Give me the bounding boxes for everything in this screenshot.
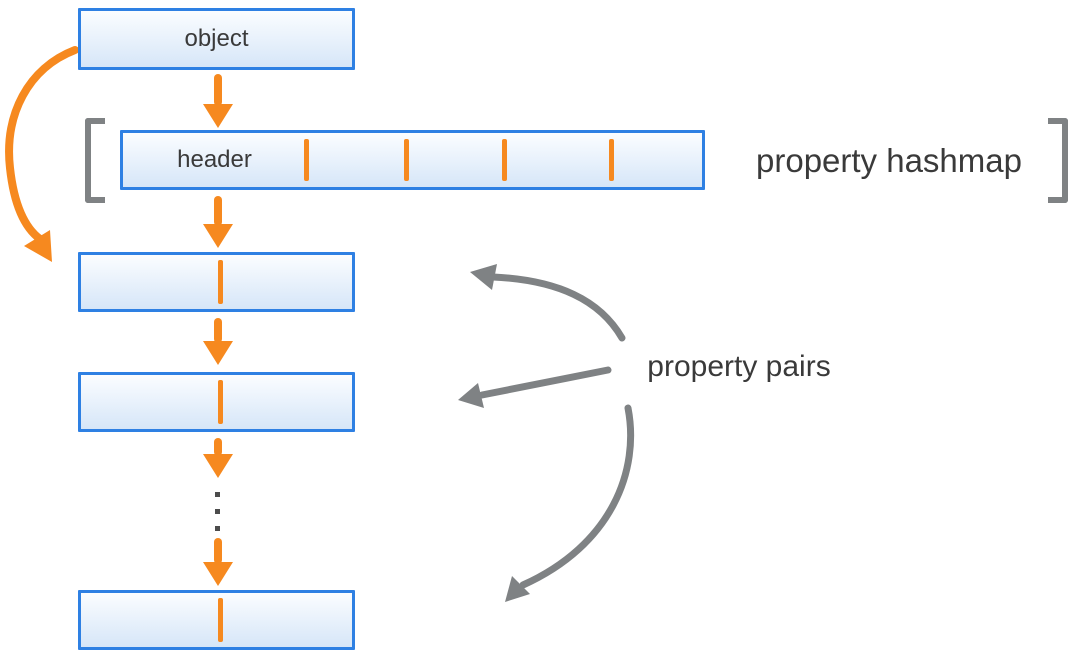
ellipsis-dot [215,492,220,497]
right-bracket [1048,118,1068,203]
hashmap-caption: property hashmap [756,142,1022,179]
arrow-shaft [214,196,222,226]
ellipsis-dot [215,509,220,514]
down-arrow-header-to-pair1 [203,196,233,248]
down-arrow-pair1-to-pair2 [203,318,233,365]
property-pair-box [78,590,355,650]
curved-arrow-pairs-to-box3 [505,404,635,602]
ellipsis-dot [215,526,220,531]
pair-cell-divider [218,380,223,424]
header-label: header [177,146,252,173]
hashmap-box: header [120,130,705,190]
hashmap-cell-divider [609,139,614,181]
down-arrow-ellipsis-to-pair3 [203,538,233,586]
down-arrow-pair2-to-ellipsis [203,438,233,478]
property-pair-box [78,252,355,312]
curved-arrow-object-to-pair [5,46,79,262]
pair-cell-divider [218,598,223,642]
arrow-head [203,454,233,478]
hashmap-cell-divider [502,139,507,181]
arrow-head [203,224,233,248]
hashmap-cell-divider [304,139,309,181]
arrow-shaft [214,74,222,106]
curved-arrow-pairs-to-box1 [470,264,626,342]
property-pair-box [78,372,355,432]
arrow-head [203,341,233,365]
down-arrow-object-to-header [203,74,233,128]
object-box: object [78,8,355,70]
hashmap-cell-divider [404,139,409,181]
arrow-head [203,562,233,586]
object-label: object [184,25,249,52]
straight-arrow-pairs-to-box2 [458,366,612,408]
arrow-shaft [214,318,222,343]
arrow-shaft [214,438,222,456]
arrow-shaft [214,538,222,564]
pairs-caption: property pairs [647,350,831,383]
arrow-head [203,104,233,128]
ellipsis-dots [215,492,220,531]
pair-cell-divider [218,260,223,304]
left-bracket [85,118,105,203]
